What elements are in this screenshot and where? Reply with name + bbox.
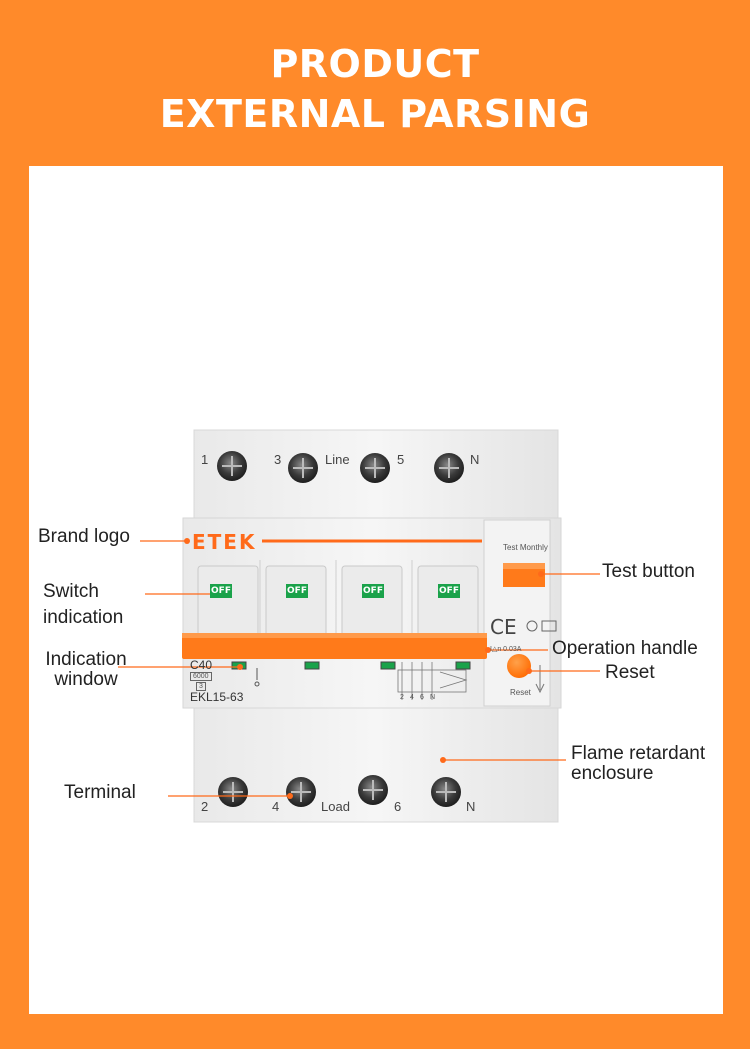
diagram-number-4: N [430,694,436,701]
reset-button [507,654,531,678]
brand-logo: ETEK [192,530,257,554]
test-monthly-label: Test Monthly [503,543,548,552]
sensitivity-label: I△n 0.03A [490,646,522,653]
top-screws [217,451,464,483]
callout-reset: Reset [605,662,655,683]
callout-indication-window-2: window [54,669,118,690]
bottom-terminal-label-4: N [466,799,476,814]
switch-housing-4 [417,565,479,637]
diagram-number-2: 4 [410,694,414,701]
callout-indication-window-1: Indication [45,649,127,670]
indication-window-4 [455,661,471,670]
switch-indicator-4: OFF [438,584,460,598]
bottom-screws [218,775,461,807]
callout-switch-indication-2: indication [43,607,124,628]
bottom-terminal-block [193,707,559,823]
top-terminal-label-1: 1 [201,452,209,467]
model-label: EKL15-63 [190,690,244,704]
switch-indicator-1: OFF [210,584,232,598]
callout-switch-indication-1: Switch [43,581,99,602]
indication-window-2 [304,661,320,670]
callout-flame-1: Flame retardant [571,743,706,764]
switch-housing-1 [197,565,259,637]
diagram-number-3: 6 [420,694,424,701]
bottom-terminal-label-3: 6 [394,799,402,814]
rating-label: C40 [190,658,213,672]
indication-window-3 [380,661,396,670]
switch-indicator-3: OFF [362,584,384,598]
callout-test-button: Test button [602,561,695,582]
reset-button-label: Reset [510,688,531,697]
wiring-diagram [397,662,468,700]
top-group-label: Line [325,452,350,467]
top-terminal-block [193,429,559,519]
callout-lines [118,540,600,797]
bottom-terminal-label-2: 4 [272,799,280,814]
switch-indicator-2: OFF [286,584,308,598]
diagram-number-1: 2 [400,694,404,701]
breaking-capacity-label: 6000 [190,672,212,681]
top-terminal-label-3: 5 [397,452,405,467]
operation-handle [182,633,487,659]
switch-housing-3 [341,565,403,637]
class-label: 3 [196,682,206,691]
switch-housing-2 [265,565,327,637]
page-title-line2: EXTERNAL PARSING [159,92,591,136]
svg-text:CE: CE [490,615,517,639]
callout-operation-handle: Operation handle [552,638,698,659]
callout-brand-logo: Brand logo [38,526,130,547]
page-title-line1: PRODUCT [270,42,480,86]
bottom-terminal-label-1: 2 [201,799,209,814]
bottom-group-label: Load [321,799,350,814]
callout-terminal: Terminal [64,782,136,803]
top-terminal-label-4: N [470,452,480,467]
callout-flame-2: enclosure [571,763,654,784]
top-terminal-label-2: 3 [274,452,282,467]
